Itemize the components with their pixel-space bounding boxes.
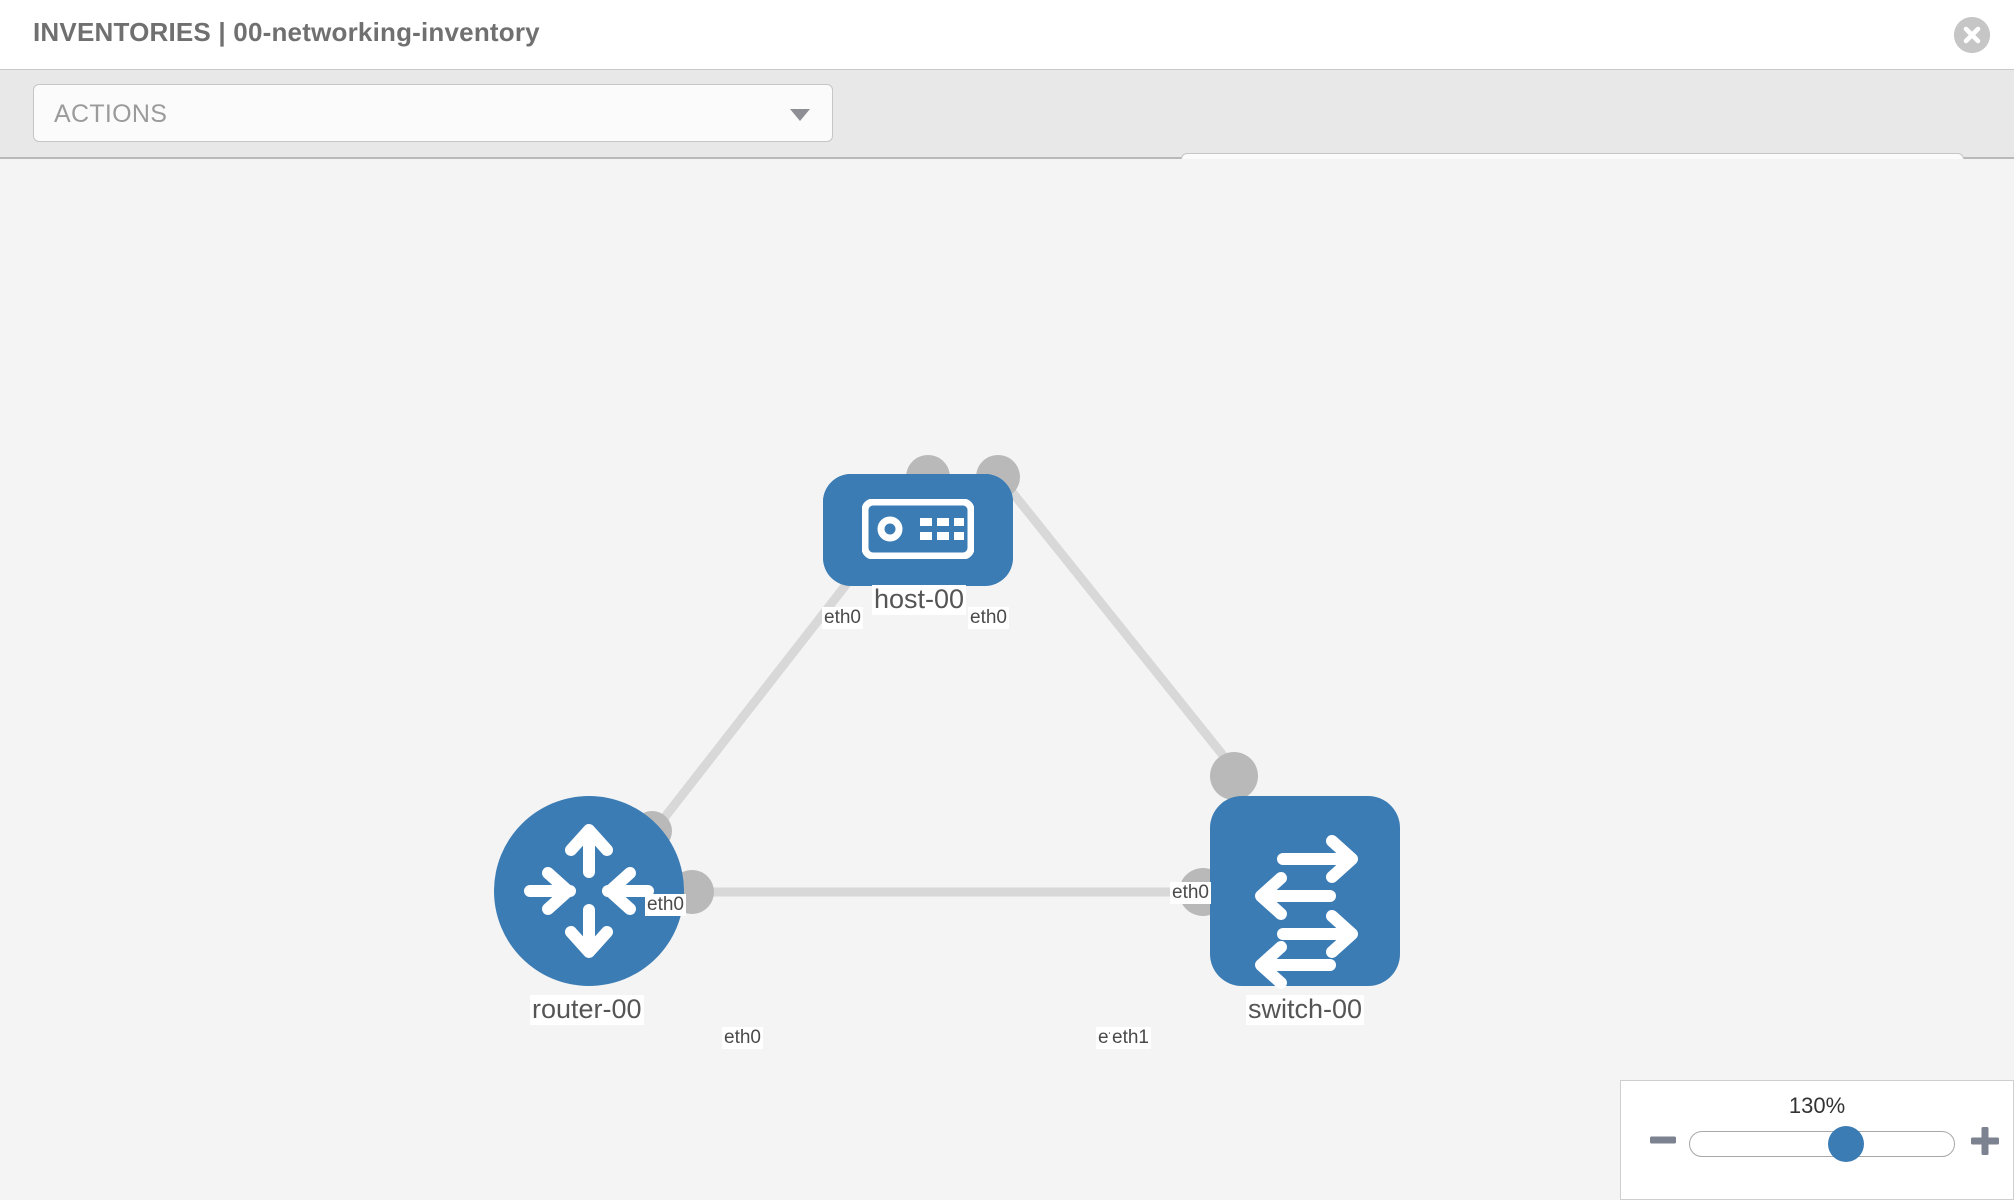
- zoom-percent-label: 130%: [1788, 1093, 1846, 1118]
- zoom-slider-track[interactable]: [1689, 1126, 1955, 1162]
- toolbar: ACTIONS SEARCH: [0, 69, 2014, 211]
- iface-label-switch00-eth0-top: eth0: [1170, 882, 1211, 904]
- switch-arrows-icon: [1255, 835, 1358, 989]
- iface-label-router00-eth0-right: eth0: [722, 1027, 763, 1049]
- chevron-down-icon: [790, 109, 810, 121]
- zoom-slider-thumb[interactable]: [1828, 1126, 1864, 1162]
- actions-dropdown-label: ACTIONS: [54, 100, 168, 128]
- actions-dropdown[interactable]: ACTIONS: [33, 84, 833, 142]
- topology-canvas[interactable]: host-00 router-00 switch-00 eth0 eth0 et…: [0, 159, 2014, 1200]
- titlebar: INVENTORIES | 00-networking-inventory: [0, 0, 2014, 69]
- close-icon[interactable]: [1954, 17, 1990, 53]
- zoom-out-button[interactable]: [1648, 1125, 1678, 1160]
- page-title: INVENTORIES | 00-networking-inventory: [33, 17, 540, 47]
- router-arrows-icon: [524, 824, 654, 958]
- node-switch-00[interactable]: [1210, 796, 1400, 989]
- iface-label-host00-eth0-right: eth0: [968, 607, 1009, 629]
- topology-graph: [494, 455, 1400, 989]
- iface-label-host00-eth0-left: eth0: [822, 607, 863, 629]
- node-label-host-00: host-00: [872, 584, 967, 615]
- iface-label-router00-eth0-top: eth0: [645, 894, 686, 916]
- node-label-switch-00: switch-00: [1246, 994, 1365, 1025]
- node-router-00[interactable]: [494, 796, 684, 986]
- zoom-in-button[interactable]: [1969, 1125, 2001, 1162]
- edge-host00-switch00[interactable]: [996, 474, 1246, 782]
- zoom-control-panel: 130%: [1620, 1080, 2014, 1200]
- node-label-router-00: router-00: [530, 994, 644, 1025]
- iface-label-switch00-eth1: eth1: [1110, 1027, 1151, 1049]
- server-icon: [862, 499, 974, 559]
- connector-switch00-eth0-top[interactable]: [1210, 752, 1258, 800]
